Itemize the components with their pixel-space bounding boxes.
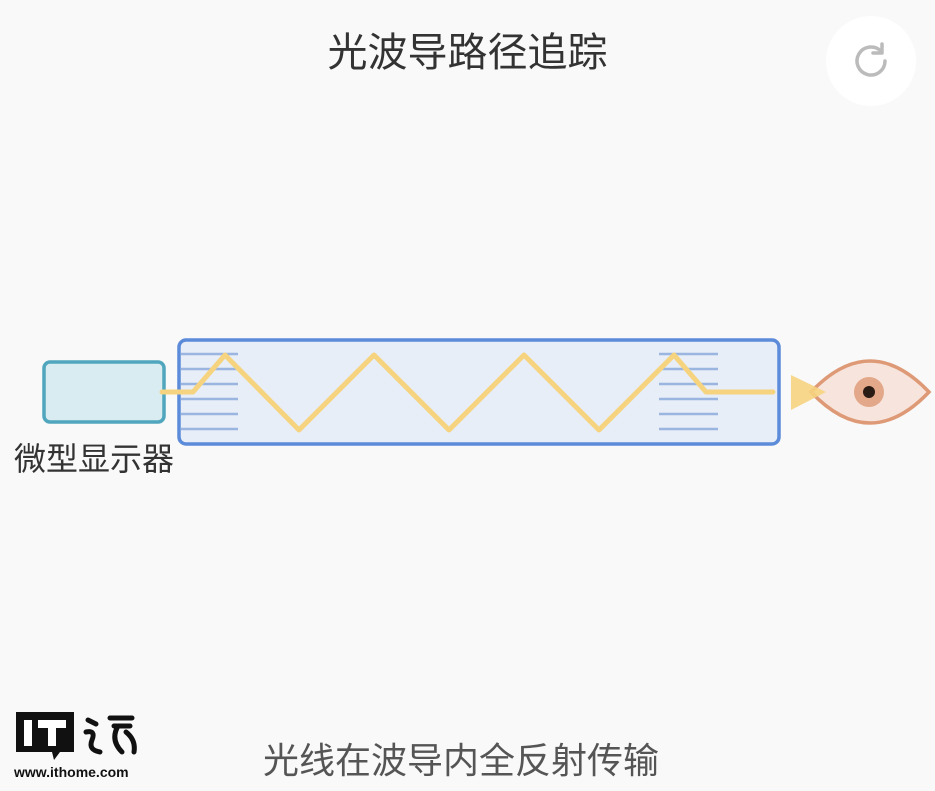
in-coupling-grating (181, 352, 238, 431)
refresh-button[interactable] (826, 16, 916, 106)
ithome-logo (16, 712, 137, 760)
caption: 光线在波导内全反射传输 (262, 741, 659, 782)
page-title: 光波导路径追踪 (327, 30, 608, 76)
refresh-icon (855, 42, 887, 77)
light-ray-path (159, 352, 776, 433)
ithome-watermark: www.ithome.com (14, 708, 144, 788)
watermark-url: www.ithome.com (14, 764, 129, 780)
micro-display (42, 360, 166, 424)
micro-display-label: 微型显示器 (14, 440, 175, 478)
arrow-head-icon (791, 375, 826, 410)
eye-pupil (863, 386, 875, 398)
out-coupling-grating (659, 352, 718, 431)
